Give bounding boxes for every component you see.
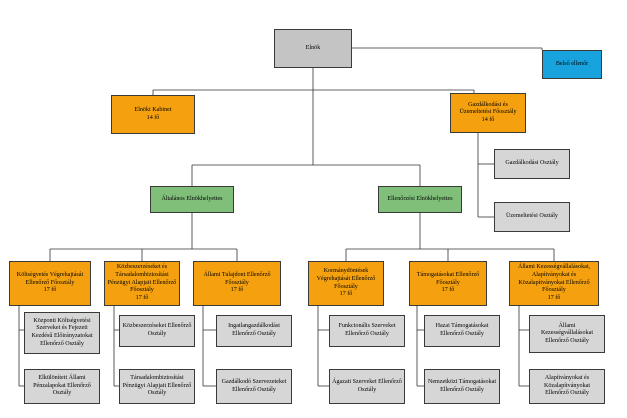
node-label: Belső ellenőr bbox=[555, 60, 589, 67]
node-label: Elnöki Kabinet bbox=[134, 106, 172, 113]
node-osztaly-ingatlan: Ingatlangazdálkodást Ellenőrző Osztály bbox=[216, 315, 292, 347]
node-count: 17 fő bbox=[135, 294, 149, 301]
node-osztaly-kezessegvallalas: Állami Kezességvállalásokat Ellenőrző Os… bbox=[529, 315, 605, 353]
node-dept-kezessegvallalas: Állami Kezességvállalásokat, Alapítványo… bbox=[509, 261, 599, 306]
node-count: 17 fő bbox=[339, 291, 353, 298]
node-osztaly-kozponti: Központi Költségvetési Szerveket és Feje… bbox=[24, 312, 100, 354]
node-label: Költségvetés Végrehajtását Ellenőrző Főo… bbox=[16, 272, 84, 286]
node-label: Gazdálkodási Osztály bbox=[505, 160, 559, 167]
node-elnok: Elnök bbox=[274, 29, 352, 68]
node-gazdalkodasi-osztaly: Gazdálkodási Osztály bbox=[494, 149, 570, 179]
node-label: Funkcionális Szerveket Ellenőrző Osztály bbox=[338, 323, 396, 337]
node-osztaly-hazai: Hazai Támogatásokat Ellenőrző Osztály bbox=[424, 315, 500, 347]
node-osztaly-nemzetkozi: Nemzetközi Támogatásokat Ellenőrző Osztá… bbox=[424, 369, 500, 404]
node-count: 14 fő bbox=[481, 116, 495, 123]
node-label: Elkülönített Állami Pénzalapokat Ellenőr… bbox=[33, 375, 91, 397]
node-label: Általános Elnökhelyettes bbox=[161, 195, 223, 202]
node-label: Ingatlangazdálkodást Ellenőrző Osztály bbox=[228, 323, 280, 337]
node-dept-allami-tulajdon: Állami Tulajdont Ellenőrző Főosztály 17 … bbox=[193, 261, 281, 306]
node-label: Közbeszerzéseket és Társadalombiztosítás… bbox=[107, 264, 177, 294]
node-label: Gazdálkodó Szervezeteket Ellenőrző Osztá… bbox=[221, 378, 287, 393]
node-label: Hazai Támogatásokat Ellenőrző Osztály bbox=[435, 323, 489, 337]
node-label: Nemzetközi Támogatásokat Ellenőrző Osztá… bbox=[427, 378, 497, 393]
node-osztaly-gazdalkodo: Gazdálkodó Szervezeteket Ellenőrző Osztá… bbox=[216, 369, 292, 404]
node-label: Közbeszerzéseket Ellenőrző Osztály bbox=[122, 323, 192, 337]
node-label: Társadalombiztosítási Pénzügyi Alapjait … bbox=[122, 375, 192, 397]
node-dept-kozbeszerzes: Közbeszerzéseket és Társadalombiztosítás… bbox=[104, 261, 180, 306]
node-count: 17 fő bbox=[43, 287, 57, 294]
node-label: Állami Tulajdont Ellenőrző Főosztály bbox=[203, 272, 271, 286]
node-gazdalkodasi-foosztaly: Gazdálkodási és Üzemeltetési Főosztály 1… bbox=[450, 93, 526, 133]
node-uzemeltetesi-osztaly: Üzemeltetési Osztály bbox=[494, 202, 570, 232]
node-label: Alapítványokat és Közalapítványokat Elle… bbox=[543, 375, 591, 397]
node-label: Üzemeltetési Osztály bbox=[506, 213, 558, 220]
node-label: Gazdálkodási és Üzemeltetési Főosztály bbox=[459, 101, 517, 116]
node-dept-tamogatasok: Támogatásokat Ellenőrző Főosztály 17 fő bbox=[409, 261, 487, 306]
node-label: Támogatásokat Ellenőrző Főosztály bbox=[416, 272, 480, 286]
node-label: Állami Kezességvállalásokat Ellenőrző Os… bbox=[540, 322, 594, 344]
node-osztaly-elkulonitett: Elkülönített Állami Pénzalapokat Ellenőr… bbox=[24, 369, 100, 404]
node-osztaly-alapitvanyok: Alapítványokat és Közalapítványokat Elle… bbox=[529, 369, 605, 404]
node-ellenorzesi-elnokhelyettes: Ellenőrzési Elnökhelyettes bbox=[378, 186, 462, 213]
node-label: Ágazati Szerveket Ellenőrző Osztály bbox=[332, 378, 402, 393]
node-belso-ellenor: Belső ellenőr bbox=[542, 50, 602, 79]
node-elnoki-kabinet: Elnöki Kabinet 14 fő bbox=[111, 95, 195, 134]
node-label: Kormánydöntések Végrehajtását Ellenőrző … bbox=[316, 268, 376, 290]
node-label: Állami Kezességvállalásokat, Alapítványo… bbox=[517, 264, 591, 294]
node-osztaly-tarsadalombiztositas: Társadalombiztosítási Pénzügyi Alapjait … bbox=[119, 369, 195, 404]
node-dept-kormanydontesek: Kormánydöntések Végrehajtását Ellenőrző … bbox=[308, 261, 384, 306]
node-label: Ellenőrzési Elnökhelyettes bbox=[387, 195, 453, 202]
node-count: 14 fő bbox=[146, 114, 160, 121]
node-count: 17 fő bbox=[441, 287, 455, 294]
node-osztaly-kozbeszerzes: Közbeszerzéseket Ellenőrző Osztály bbox=[119, 315, 195, 347]
node-label: Központi Költségvetési Szerveket és Feje… bbox=[31, 317, 93, 347]
node-dept-koltsegvetes: Költségvetés Végrehajtását Ellenőrző Főo… bbox=[9, 261, 91, 306]
node-osztaly-agazati: Ágazati Szerveket Ellenőrző Osztály bbox=[329, 369, 405, 404]
node-count: 17 fő bbox=[230, 287, 244, 294]
node-label: Elnök bbox=[305, 44, 321, 51]
node-altalanos-elnokhelyettes: Általános Elnökhelyettes bbox=[150, 186, 234, 213]
node-osztaly-funkcionalis: Funkcionális Szerveket Ellenőrző Osztály bbox=[329, 315, 405, 347]
node-count: 17 fő bbox=[547, 294, 561, 301]
